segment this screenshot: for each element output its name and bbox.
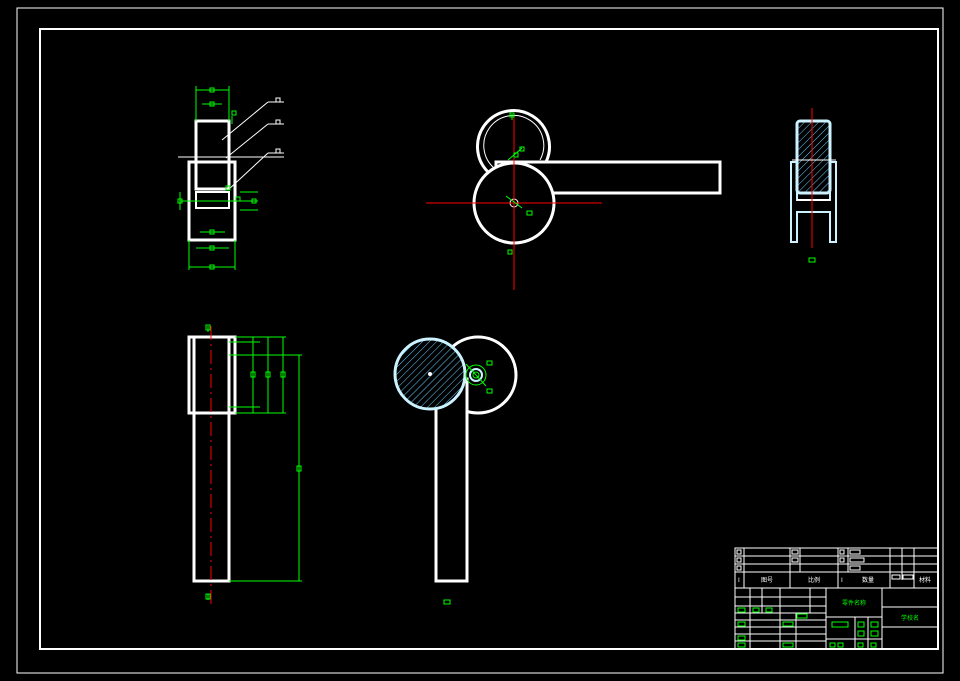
sheet-outer-border bbox=[16, 7, 944, 674]
long-front-view bbox=[187, 324, 302, 606]
top-view-center bbox=[426, 109, 722, 290]
title-block-quantity: 数量 bbox=[862, 576, 874, 584]
title-block-white-marks bbox=[736, 549, 914, 580]
title-block bbox=[734, 547, 939, 650]
title-block-mark-1: Ⅰ bbox=[738, 577, 740, 584]
front-view-top-left bbox=[177, 86, 284, 270]
title-block-drawing-no: 图号 bbox=[761, 577, 773, 584]
drawing-frame bbox=[39, 28, 939, 650]
title-block-green-marks bbox=[737, 607, 879, 648]
title-block-part-name: 零件名称 bbox=[842, 599, 866, 607]
title-block-material: 材料 bbox=[919, 576, 931, 584]
title-block-school: 学校名 bbox=[901, 614, 919, 622]
side-section-view bbox=[790, 108, 837, 263]
bottom-view-center bbox=[393, 335, 518, 605]
title-block-mark-2: Ⅰ bbox=[841, 577, 843, 584]
title-block-scale: 比例 bbox=[808, 576, 820, 584]
